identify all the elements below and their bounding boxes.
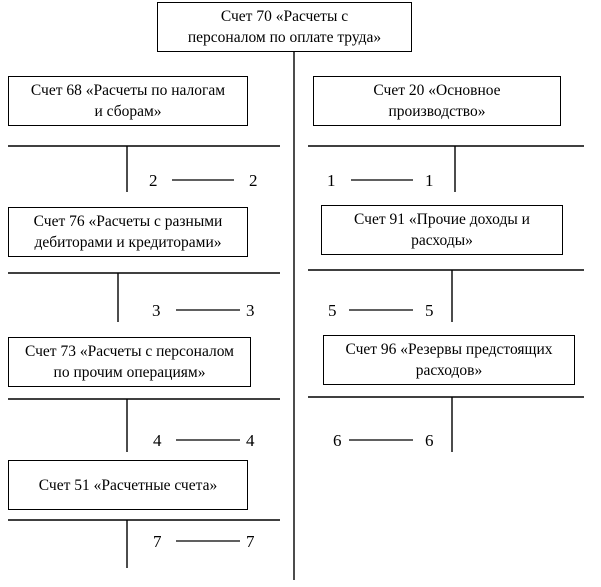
left-box-title: Счет 73 «Расчеты с персоналом по прочим …	[24, 343, 234, 381]
entry-number: 1	[425, 171, 434, 190]
entry-number: 3	[246, 301, 255, 320]
entry-number: 6	[425, 431, 434, 450]
left-box-account-51: Счет 51 «Расчетные счета»	[8, 460, 248, 510]
right-box-title: Счет 91 «Прочие доходы и расходы»	[354, 211, 530, 249]
left-box-title: Счет 76 «Расчеты с разными дебиторами и …	[33, 213, 223, 251]
right-box-account-96: Счет 96 «Резервы предстоящих расходов»	[323, 335, 575, 385]
entry-number: 4	[153, 431, 162, 450]
entry-number: 5	[328, 301, 337, 320]
right-box-account-91: Счет 91 «Прочие доходы и расходы»	[321, 205, 563, 255]
left-box-account-76: Счет 76 «Расчеты с разными дебиторами и …	[8, 207, 248, 257]
right-box-title: Счет 96 «Резервы предстоящих расходов»	[345, 341, 553, 379]
entry-number: 2	[249, 171, 258, 190]
entry-number: 2	[149, 171, 158, 190]
entry-number: 7	[246, 532, 255, 551]
left-box-account-68: Счет 68 «Расчеты по налогам и сборам»	[8, 76, 248, 126]
entry-number: 3	[152, 301, 161, 320]
left-box-title: Счет 68 «Расчеты по налогам и сборам»	[30, 82, 226, 120]
left-box-title: Счет 51 «Расчетные счета»	[38, 476, 218, 494]
header-box-account-70: Счет 70 «Расчеты с персоналом по оплате …	[157, 2, 412, 52]
entry-number: 6	[333, 431, 342, 450]
right-box-account-20: Счет 20 «Основное производство»	[313, 76, 561, 126]
right-box-title: Счет 20 «Основное производство»	[373, 82, 501, 120]
entry-number: 5	[425, 301, 434, 320]
header-title: Счет 70 «Расчеты с персоналом по оплате …	[187, 8, 382, 46]
entry-number: 1	[327, 171, 336, 190]
entry-number: 4	[246, 431, 255, 450]
entry-number: 7	[153, 532, 162, 551]
left-box-account-73: Счет 73 «Расчеты с персоналом по прочим …	[8, 337, 251, 387]
